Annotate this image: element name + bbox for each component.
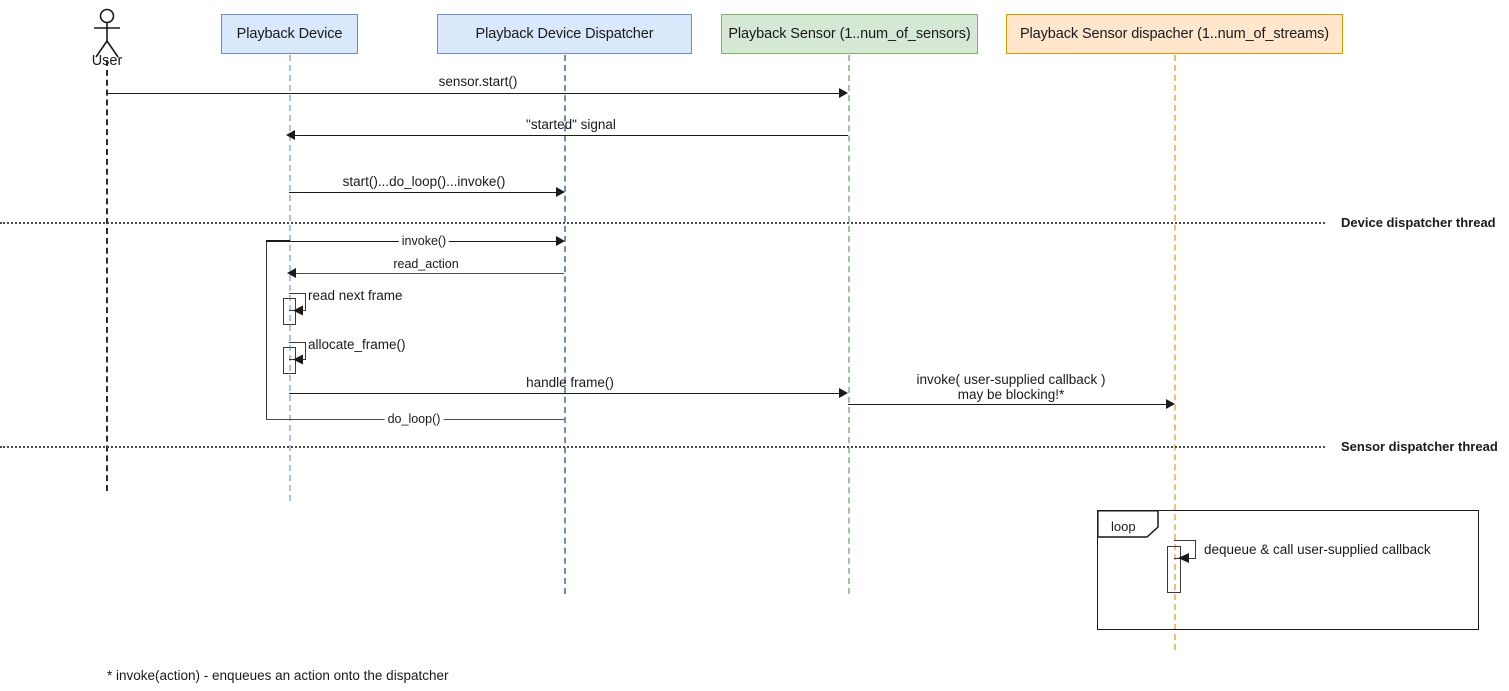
- message-label-read-action: read_action: [393, 257, 459, 271]
- participant-playback-sensor-dispatcher[interactable]: Playback Sensor dispacher (1..num_of_str…: [1006, 14, 1343, 54]
- arrowhead-read-next-frame: [293, 305, 303, 316]
- arrowhead-invoke: [556, 236, 565, 246]
- footnote-line-1: * invoke(action) - enqueues an action on…: [107, 668, 449, 683]
- footnotes-block: * invoke(action) - enqueues an action on…: [107, 628, 825, 691]
- message-label-read-next-frame: read next frame: [308, 288, 403, 303]
- lifeline-playback-sensor: [848, 55, 850, 594]
- arrowhead-read-action: [287, 268, 296, 278]
- lifeline-user: [106, 60, 108, 491]
- message-label-invoke-callback: invoke( user-supplied callback ) may be …: [916, 372, 1105, 402]
- message-line-read-action: [295, 273, 564, 274]
- message-label-dequeue-callback: dequeue & call user-supplied callback: [1204, 542, 1431, 557]
- message-label-handle-frame: handle frame(): [526, 375, 614, 390]
- message-label-start-do-loop-invoke: start()...do_loop()...invoke(): [342, 174, 506, 189]
- message-label-invoke-callback-line1: invoke( user-supplied callback ): [916, 372, 1106, 387]
- thread-separator-device-label: Device dispatcher thread: [1341, 215, 1496, 230]
- arrowhead-invoke-callback: [1166, 399, 1175, 409]
- participant-playback-device-dispatcher-label: Playback Device Dispatcher: [475, 26, 654, 42]
- lifeline-playback-device-dispatcher: [564, 55, 566, 594]
- activation-playback-device-top: [266, 240, 290, 241]
- arrowhead-started-signal: [286, 130, 295, 140]
- message-line-sensor-start: [106, 93, 843, 94]
- loop-fragment: [1097, 510, 1479, 630]
- message-label-started-signal: "started" signal: [526, 117, 616, 132]
- participant-playback-device-dispatcher[interactable]: Playback Device Dispatcher: [437, 14, 692, 54]
- activation-playback-device: [266, 240, 290, 420]
- arrowhead-sensor-start: [839, 88, 848, 98]
- arrowhead-start-do-loop-invoke: [556, 187, 565, 197]
- message-label-allocate-frame: allocate_frame(): [308, 337, 406, 352]
- lifeline-playback-sensor-dispatcher: [1174, 55, 1176, 650]
- arrowhead-allocate-frame: [293, 354, 303, 365]
- loop-fragment-operator-label: loop: [1111, 519, 1136, 534]
- message-label-invoke-callback-line2: may be blocking!*: [957, 387, 1065, 402]
- participant-playback-sensor-dispatcher-label: Playback Sensor dispacher (1..num_of_str…: [1019, 26, 1329, 42]
- lifeline-playback-device: [289, 55, 291, 501]
- participant-playback-sensor-label: Playback Sensor (1..num_of_sensors): [728, 26, 971, 42]
- message-line-started-signal: [294, 135, 848, 136]
- message-label-sensor-start: sensor.start(): [438, 74, 518, 89]
- thread-separator-sensor: [0, 446, 1325, 448]
- actor-user-figure: [94, 8, 120, 58]
- activation-dequeue-callback: [1167, 546, 1181, 593]
- thread-separator-device: [0, 222, 1325, 224]
- participant-playback-sensor[interactable]: Playback Sensor (1..num_of_sensors): [721, 14, 978, 54]
- message-label-do-loop: do_loop(): [384, 412, 444, 427]
- message-line-start-do-loop-invoke: [289, 192, 559, 193]
- participant-playback-device[interactable]: Playback Device: [221, 14, 358, 54]
- message-line-handle-frame: [289, 393, 843, 394]
- message-label-invoke: invoke(): [398, 234, 450, 249]
- arrowhead-handle-frame: [839, 388, 848, 398]
- message-line-invoke-callback: [848, 404, 1169, 405]
- thread-separator-sensor-label: Sensor dispatcher thread: [1341, 439, 1498, 454]
- arrowhead-dequeue-callback: [1178, 553, 1189, 563]
- participant-playback-device-label: Playback Device: [236, 26, 343, 42]
- loop-fragment-tab: [1097, 510, 1159, 538]
